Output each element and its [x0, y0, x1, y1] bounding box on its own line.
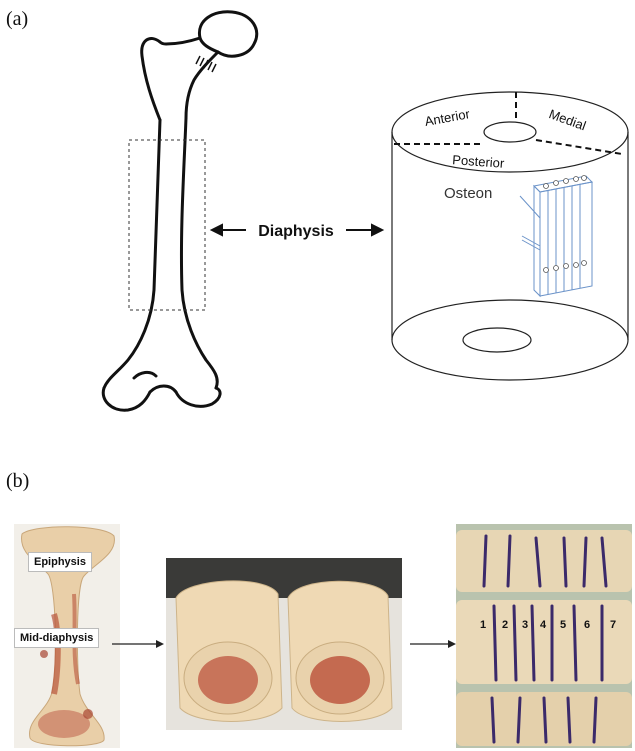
marked-samples-photo: 1 2 3 4 5 6 7	[456, 524, 632, 748]
osteon-label: Osteon	[444, 185, 492, 202]
femur-drawing	[103, 12, 257, 410]
quadrant-medial-label: Medial	[547, 106, 588, 133]
sample-number-4: 4	[540, 619, 547, 631]
whole-bone-photo: Epiphysis Mid-diaphysis	[14, 524, 120, 748]
sample-number-7: 7	[610, 619, 616, 631]
cut-bone-illustration	[166, 558, 402, 730]
arrow-to-cross-section	[112, 638, 166, 650]
sample-number-1: 1	[480, 619, 486, 631]
osteon-block	[520, 176, 592, 296]
marked-samples-illustration: 1 2 3 4 5 6 7	[456, 524, 632, 748]
cut-bone-photo	[166, 558, 402, 730]
sample-number-3: 3	[522, 619, 528, 631]
sample-number-2: 2	[502, 619, 508, 631]
diaphysis-label: Diaphysis	[258, 223, 334, 240]
panel-b-label: (b)	[6, 470, 29, 493]
panel-a-figure: Diaphysis Anterior Medial Posterior Oste…	[0, 0, 635, 420]
mid-diaphysis-tag: Mid-diaphysis	[14, 628, 99, 648]
bone-cylinder	[392, 92, 628, 380]
sample-number-6: 6	[584, 619, 590, 631]
sample-number-5: 5	[560, 619, 566, 631]
quadrant-anterior-label: Anterior	[423, 106, 471, 129]
diaphysis-selection-box	[129, 140, 205, 310]
epiphysis-tag: Epiphysis	[28, 552, 92, 572]
arrow-to-samples	[410, 638, 458, 650]
